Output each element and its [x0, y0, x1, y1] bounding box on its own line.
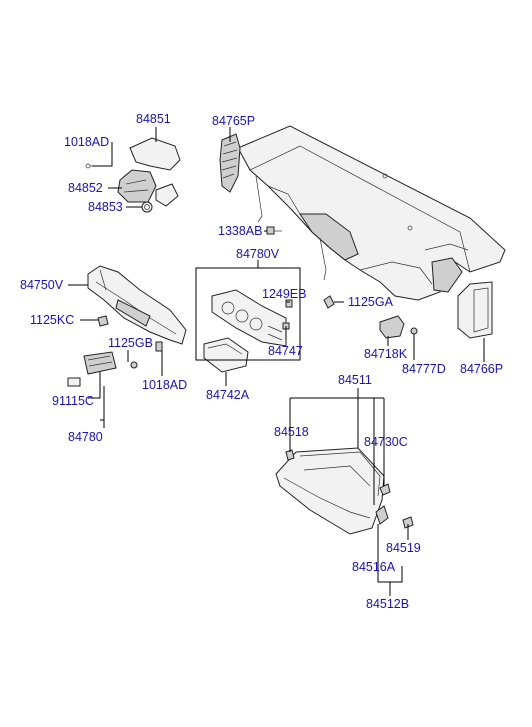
label-84780v: 84780V [236, 247, 280, 261]
lower-crash-pad [87, 265, 187, 345]
label-1018ad-lower: 1018AD [142, 378, 187, 392]
label-84777d: 84777D [402, 362, 446, 376]
label-84747: 84747 [268, 344, 303, 358]
heater-control [211, 289, 287, 347]
label-84750v: 84750V [20, 278, 64, 292]
label-1018ad-upper: 1018AD [64, 135, 109, 149]
label-84518: 84518 [274, 425, 309, 439]
label-1249eb: 1249EB [262, 287, 306, 301]
side-vent-left [219, 133, 241, 193]
label-1338ab: 1338AB [218, 224, 262, 238]
label-84718k: 84718K [364, 347, 408, 361]
label-84730c: 84730C [364, 435, 408, 449]
label-84519: 84519 [386, 541, 421, 555]
label-84780: 84780 [68, 430, 103, 444]
label-84516a: 84516A [352, 560, 396, 574]
part-labels: 84851 1018AD 84852 84853 84765P 1338AB 8… [20, 112, 503, 611]
label-1125kc: 1125KC [30, 313, 74, 327]
label-84851: 84851 [136, 112, 171, 126]
label-84512b: 84512B [366, 597, 409, 611]
fasteners [97, 226, 418, 529]
label-84766p: 84766P [460, 362, 503, 376]
knee-cover [67, 351, 117, 387]
label-84765p: 84765P [212, 114, 255, 128]
label-91115c: 91115C [52, 394, 94, 408]
label-84742a: 84742A [206, 388, 250, 402]
label-84853: 84853 [88, 200, 123, 214]
column-shroud [85, 137, 181, 213]
crash-pad-assembly [237, 125, 506, 301]
label-1125gb: 1125GB [108, 336, 153, 350]
leader-lines [68, 127, 485, 596]
tray [203, 337, 249, 373]
label-1125ga: 1125GA [348, 295, 394, 309]
label-84511: 84511 [338, 373, 372, 387]
label-84852: 84852 [68, 181, 103, 195]
side-vent-right [457, 281, 493, 339]
glove-box [275, 447, 385, 535]
